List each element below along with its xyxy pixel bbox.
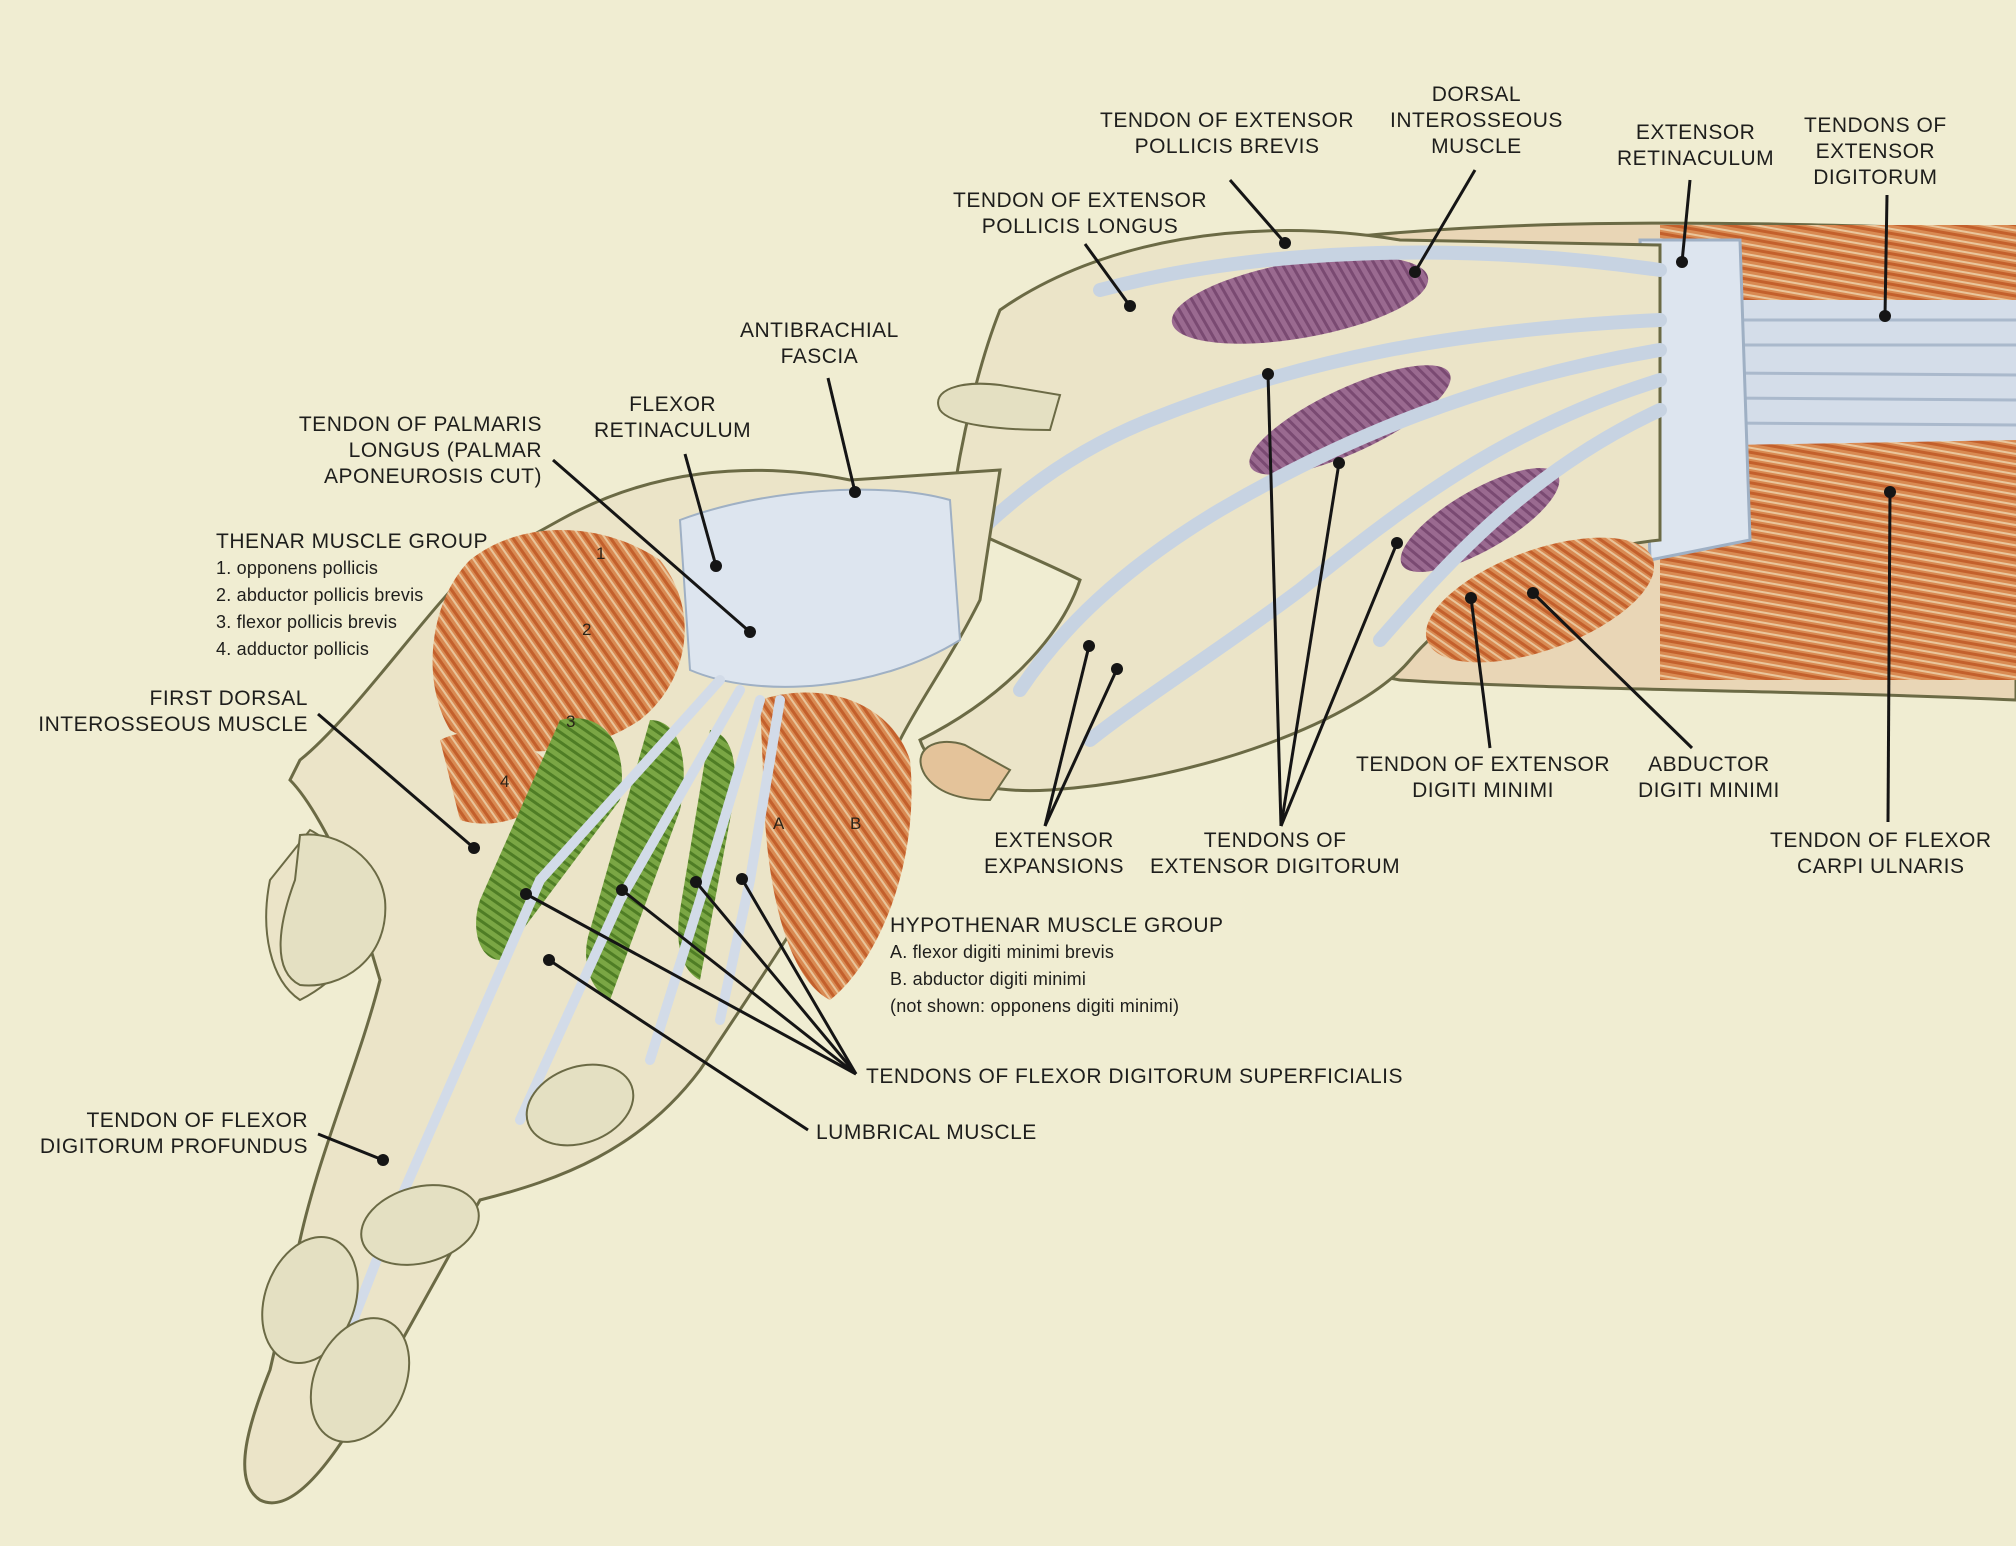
hypothenar-item: A. flexor digiti minimi brevis xyxy=(890,942,1115,962)
label-first-dorsal-interosseous: FIRST DORSAL INTEROSSEOUS MUSCLE xyxy=(38,687,308,736)
thenar-group-title: THENAR MUSCLE GROUP xyxy=(216,530,489,553)
label-abductor-digiti-minimi: ABDUCTOR DIGITI MINIMI xyxy=(1638,753,1780,802)
hypothenar-marker-b: B xyxy=(850,814,862,833)
label-tendon-palmaris-longus: TENDON OF PALMARIS LONGUS (PALMAR APONEU… xyxy=(298,413,542,488)
thenar-marker-3: 3 xyxy=(566,712,576,731)
thenar-marker-1: 1 xyxy=(596,544,606,563)
label-tendon-flexor-digitorum-profundus: TENDON OF FLEXOR DIGITORUM PROFUNDUS xyxy=(39,1109,308,1158)
label-tendon-extensor-pollicis-longus: TENDON OF EXTENSOR POLLICIS LONGUS xyxy=(953,189,1208,238)
thenar-item: 2. abductor pollicis brevis xyxy=(216,585,424,605)
label-tendons-extensor-digitorum-top: TENDONS OF EXTENSOR DIGITORUM xyxy=(1804,114,1947,189)
thenar-item: 4. adductor pollicis xyxy=(216,639,370,659)
label-tendon-flexor-carpi-ulnaris: TENDON OF FLEXOR CARPI ULNARIS xyxy=(1770,829,1992,878)
label-flexor-retinaculum: FLEXOR RETINACULUM xyxy=(594,393,752,442)
hypothenar-item: B. abductor digiti minimi xyxy=(890,969,1087,989)
label-antibrachial-fascia: ANTIBRACHIAL FASCIA xyxy=(740,319,899,368)
label-extensor-retinaculum: EXTENSOR RETINACULUM xyxy=(1617,121,1775,170)
label-tendon-extensor-digiti-minimi: TENDON OF EXTENSOR DIGITI MINIMI xyxy=(1356,753,1611,802)
thenar-marker-4: 4 xyxy=(500,772,510,791)
thenar-item: 1. opponens pollicis xyxy=(216,558,379,578)
thenar-marker-2: 2 xyxy=(582,620,592,639)
label-lumbrical-muscle: LUMBRICAL MUSCLE xyxy=(816,1121,1037,1144)
hypothenar-marker-a: A xyxy=(773,814,785,833)
label-tendon-extensor-pollicis-brevis: TENDON OF EXTENSOR POLLICIS BREVIS xyxy=(1100,109,1355,158)
label-dorsal-interosseous-muscle: DORSAL INTEROSSEOUS MUSCLE xyxy=(1390,83,1563,158)
thenar-muscle-group-legend: THENAR MUSCLE GROUP 1. opponens pollicis… xyxy=(216,528,488,663)
hypothenar-item: (not shown: opponens digiti minimi) xyxy=(890,996,1180,1016)
label-tendons-flexor-digitorum-superficialis: TENDONS OF FLEXOR DIGITORUM SUPERFICIALI… xyxy=(866,1065,1404,1088)
thenar-item: 3. flexor pollicis brevis xyxy=(216,612,398,632)
hypothenar-muscle-group-legend: HYPOTHENAR MUSCLE GROUP A. flexor digiti… xyxy=(890,912,1224,1020)
hypothenar-group-title: HYPOTHENAR MUSCLE GROUP xyxy=(890,914,1224,937)
label-extensor-expansions: EXTENSOR EXPANSIONS xyxy=(984,829,1124,878)
label-tendons-extensor-digitorum-bottom: TENDONS OF EXTENSOR DIGITORUM xyxy=(1150,829,1401,878)
